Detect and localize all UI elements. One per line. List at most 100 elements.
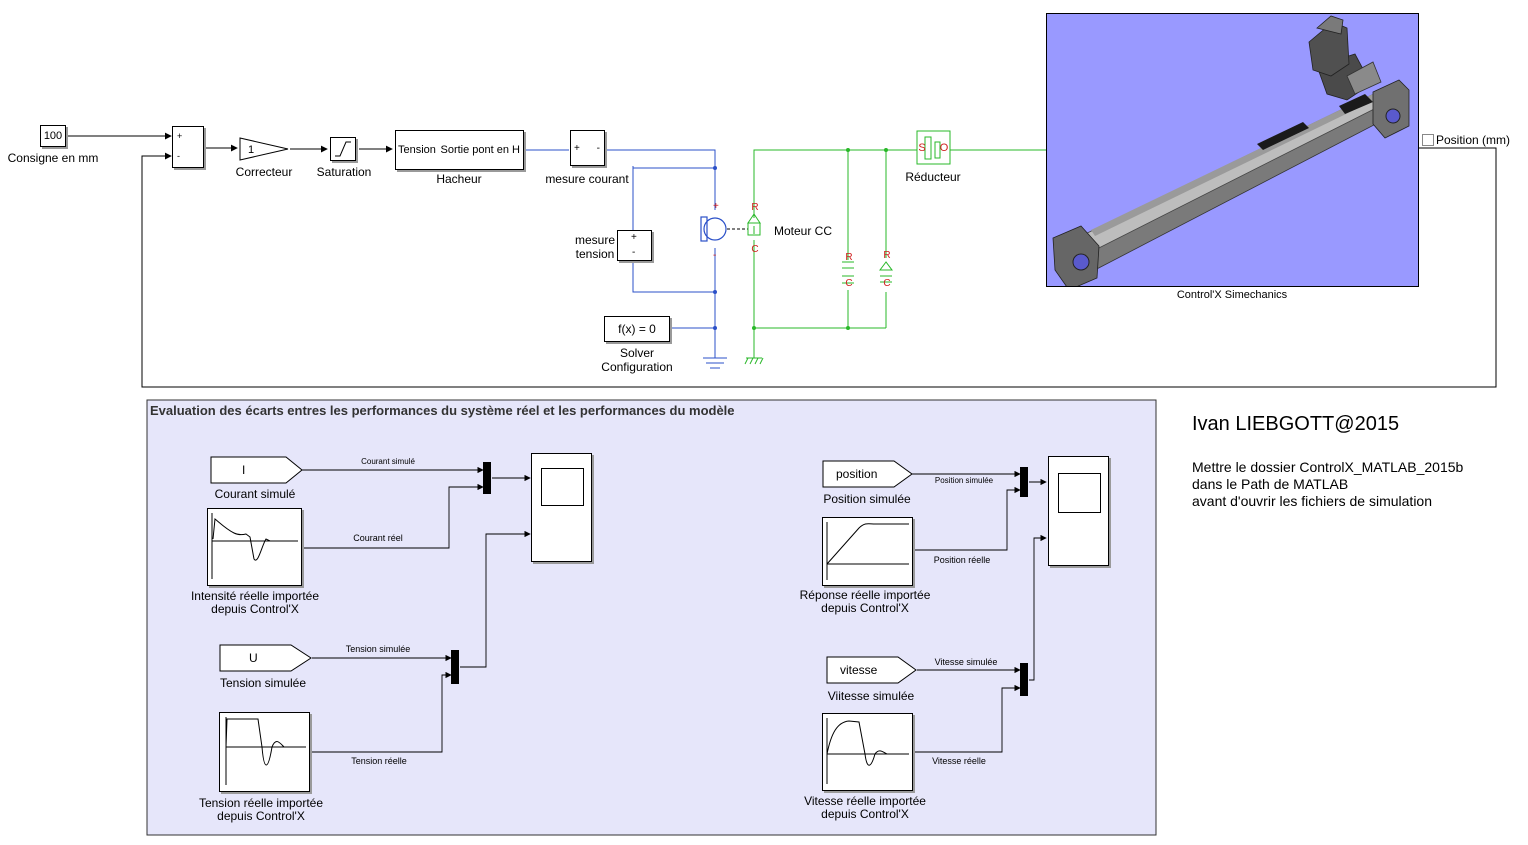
- electrical-wires: [524, 149, 727, 369]
- courant-waveform-icon: [211, 513, 298, 579]
- voltage-sensor-minus: -: [632, 247, 636, 258]
- scope-position-vitesse[interactable]: [1048, 456, 1109, 566]
- gain-label: Correcteur: [235, 165, 293, 179]
- constant-value: 100: [43, 130, 63, 142]
- simechanics-label: Control'X Simechanics: [1176, 289, 1288, 301]
- signal-label-position-reelle: Position réelle: [933, 555, 991, 565]
- signal-label-vitesse-reelle: Vitesse réelle: [932, 756, 986, 766]
- tension-waveform-icon: [225, 717, 306, 785]
- mux-tension[interactable]: [451, 650, 459, 684]
- imported-position-label: Réponse réelle importée depuis Control'X: [799, 588, 931, 615]
- signal-wires: [66, 132, 1497, 388]
- voltage-sensor-label: mesure tension: [574, 233, 615, 261]
- saturation-block[interactable]: [330, 137, 356, 161]
- mechanical-wires: [744, 149, 1046, 365]
- gearbox-port-o: O: [939, 142, 949, 154]
- signal-label-courant-reel: Courant réel: [353, 533, 403, 543]
- current-sensor-block[interactable]: + -: [570, 130, 605, 166]
- inertia-1-port-c: C: [845, 278, 853, 289]
- mux-position[interactable]: [1020, 467, 1028, 497]
- sum-block[interactable]: + -: [172, 126, 204, 168]
- solver-label: Solver Configuration: [601, 346, 673, 374]
- signal-label-vitesse-simulee: Vitesse simulée: [934, 657, 998, 667]
- from-tag-position[interactable]: position: [822, 460, 916, 490]
- motor-port-r: R: [751, 202, 759, 213]
- gearbox-label: Réducteur: [905, 170, 961, 184]
- gearbox-symbol[interactable]: [916, 130, 951, 165]
- scope-screen-icon: [541, 468, 584, 506]
- constant-label: Consigne en mm: [7, 151, 99, 165]
- imported-tension-label: Tension réelle importée depuis Control'X: [198, 796, 324, 823]
- from-tag-courant-value: I: [242, 463, 245, 477]
- vitesse-waveform-icon: [826, 718, 909, 784]
- chopper-block[interactable]: Tension Sortie pont en H: [395, 130, 524, 170]
- current-sensor-minus: -: [596, 143, 600, 154]
- scope-screen-icon: [1058, 473, 1101, 513]
- signal-label-courant-simule: Courant simulé: [361, 457, 415, 466]
- mux-courant[interactable]: [483, 462, 491, 494]
- voltage-sensor-plus: +: [631, 232, 637, 243]
- gain-value: 1: [248, 144, 254, 156]
- current-sensor-plus: +: [574, 143, 580, 154]
- motor-port-c: C: [751, 244, 759, 255]
- from-tag-vitesse-value: vitesse: [840, 663, 878, 677]
- sum-minus-sign: -: [177, 151, 180, 161]
- voltage-sensor-block[interactable]: + -: [617, 230, 652, 261]
- motor-mechanical-port: [747, 213, 761, 236]
- gain-block[interactable]: 1: [238, 136, 292, 162]
- scope-courant-tension[interactable]: [531, 453, 592, 562]
- solver-value: f(x) = 0: [618, 322, 656, 336]
- mechanical-junctions: [752, 148, 888, 330]
- from-tag-position-label: Position simulée: [823, 492, 911, 506]
- signal-label-position-simulee: Position simulée: [934, 476, 994, 485]
- linear-axis-3d-image: [1052, 15, 1410, 291]
- signal-label-tension-simulee: Tension simulée: [345, 644, 411, 654]
- gearbox-port-s: S: [918, 142, 926, 154]
- constant-block[interactable]: 100: [40, 125, 66, 147]
- inertia-1[interactable]: [842, 261, 854, 284]
- from-tag-tension-label: Tension simulée: [219, 676, 307, 690]
- svg-text:-: -: [713, 250, 716, 261]
- chopper-input-port: Tension: [398, 144, 436, 156]
- from-tag-tension[interactable]: U: [219, 644, 315, 674]
- inertia-2-port-r: R: [883, 250, 891, 261]
- sum-plus-sign: +: [177, 131, 183, 141]
- inertia-1-port-r: R: [845, 252, 853, 263]
- output-port-block[interactable]: [1422, 134, 1434, 146]
- svg-text:+: +: [713, 201, 719, 212]
- chopper-label: Hacheur: [436, 172, 482, 186]
- imported-tension-block[interactable]: [219, 712, 310, 792]
- from-tag-courant-label: Courant simulé: [214, 487, 296, 501]
- current-sensor-label: mesure courant: [545, 172, 629, 186]
- imported-position-block[interactable]: [822, 517, 913, 586]
- evaluation-wires: [302, 466, 1047, 753]
- mux-vitesse[interactable]: [1020, 663, 1028, 696]
- motor-symbol[interactable]: + -: [700, 201, 748, 261]
- saturation-label: Saturation: [316, 165, 372, 179]
- motor-label: Moteur CC: [774, 224, 833, 238]
- evaluation-subsystem[interactable]: [146, 399, 1157, 836]
- signal-label-tension-reelle: Tension réelle: [351, 756, 407, 766]
- from-tag-position-value: position: [836, 467, 877, 481]
- position-waveform-icon: [826, 522, 909, 580]
- imported-vitesse-label: Vitesse réelle importée depuis Control'X: [804, 794, 926, 821]
- imported-vitesse-block[interactable]: [822, 713, 913, 791]
- electrical-junctions: [713, 166, 717, 330]
- saturation-icon: [335, 141, 351, 157]
- from-tag-courant[interactable]: I: [210, 456, 304, 486]
- solver-block[interactable]: f(x) = 0: [604, 316, 670, 342]
- imported-courant-label: Intensité réelle importée depuis Control…: [190, 589, 320, 616]
- evaluation-title: Evaluation des écarts entres les perform…: [150, 403, 735, 418]
- from-tag-vitesse[interactable]: vitesse: [826, 656, 920, 686]
- instructions-note: Mettre le dossier ControlX_MATLAB_2015b …: [1192, 459, 1464, 509]
- from-tag-tension-value: U: [249, 651, 258, 665]
- inertia-2[interactable]: [879, 261, 893, 283]
- simechanics-block[interactable]: [1046, 13, 1419, 291]
- imported-courant-block[interactable]: [207, 508, 302, 586]
- inertia-2-port-c: C: [883, 278, 891, 289]
- from-tag-vitesse-label: Viitesse simulée: [827, 689, 915, 703]
- output-port-label: Position (mm): [1436, 133, 1511, 147]
- chopper-output-port: Sortie pont en H: [440, 144, 521, 156]
- author-note: Ivan LIEBGOTT@2015: [1192, 413, 1400, 435]
